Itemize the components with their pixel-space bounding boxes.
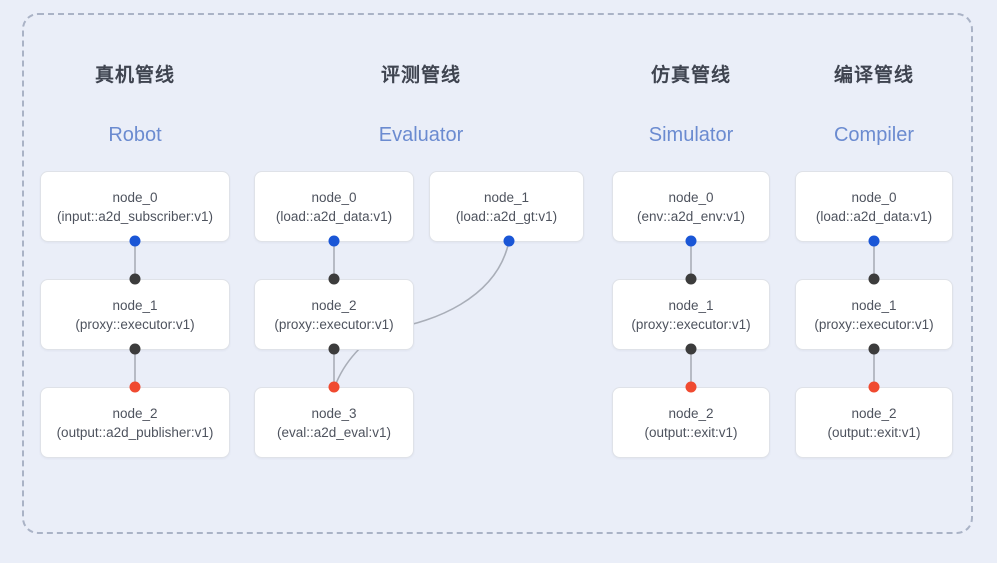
- node-label-type: (output::exit:v1): [644, 424, 738, 440]
- port-input-simulator-1[interactable]: [685, 273, 697, 285]
- column-title-simulator: 仿真管线: [650, 65, 731, 86]
- node-label-type: (proxy::executor:v1): [274, 316, 394, 332]
- column-subtitle-robot: Robot: [108, 124, 162, 146]
- node-label-name: node_2: [851, 405, 897, 421]
- port-output-robot-0[interactable]: [129, 235, 141, 247]
- column-subtitle-compiler: Compiler: [833, 124, 915, 146]
- node-label-type: (load::a2d_data:v1): [815, 208, 933, 224]
- pipeline-container: [22, 13, 973, 534]
- node-compiler-2[interactable]: node_2 (output::exit:v1): [795, 387, 953, 458]
- port-output-evaluator-gt[interactable]: [503, 235, 515, 247]
- node-label-name: node_0: [668, 189, 714, 205]
- node-label-name: node_1: [112, 297, 158, 313]
- column-title-compiler: 编译管线: [833, 65, 914, 86]
- port-output-compiler-1[interactable]: [868, 343, 880, 355]
- port-input-compiler-2[interactable]: [868, 381, 880, 393]
- pipeline-column-robot: 真机管线 Robot node_0 (input::a2d_subscriber…: [40, 0, 230, 563]
- pipeline-column-simulator: 仿真管线 Simulator node_0 (env::a2d_env:v1) …: [612, 0, 770, 563]
- node-simulator-0[interactable]: node_0 (env::a2d_env:v1): [612, 171, 770, 242]
- pipeline-column-evaluator: 评测管线 Evaluator node_0 (load::a2d_data:v1…: [254, 0, 588, 563]
- node-robot-0[interactable]: node_0 (input::a2d_subscriber:v1): [40, 171, 230, 242]
- node-evaluator-2[interactable]: node_2 (proxy::executor:v1): [254, 279, 414, 350]
- port-output-simulator-0[interactable]: [685, 235, 697, 247]
- port-output-robot-1[interactable]: [129, 343, 141, 355]
- node-label-type: (input::a2d_subscriber:v1): [56, 208, 214, 224]
- node-evaluator-3[interactable]: node_3 (eval::a2d_eval:v1): [254, 387, 414, 458]
- node-label-name: node_3: [311, 405, 357, 421]
- pipeline-column-compiler: 编译管线 Compiler node_0 (load::a2d_data:v1)…: [795, 0, 953, 563]
- node-label-name: node_0: [311, 189, 357, 205]
- node-robot-1[interactable]: node_1 (proxy::executor:v1): [40, 279, 230, 350]
- node-label-type: (proxy::executor:v1): [631, 316, 751, 332]
- node-label-type: (env::a2d_env:v1): [636, 208, 746, 224]
- node-label-name: node_2: [668, 405, 714, 421]
- port-output-evaluator-0[interactable]: [328, 235, 340, 247]
- port-input-robot-1[interactable]: [129, 273, 141, 285]
- node-compiler-0[interactable]: node_0 (load::a2d_data:v1): [795, 171, 953, 242]
- node-label-type: (proxy::executor:v1): [75, 316, 195, 332]
- column-subtitle-evaluator: Evaluator: [378, 124, 464, 146]
- port-input-compiler-1[interactable]: [868, 273, 880, 285]
- node-label-type: (load::a2d_gt:v1): [455, 208, 558, 224]
- node-label-type: (proxy::executor:v1): [814, 316, 934, 332]
- node-compiler-1[interactable]: node_1 (proxy::executor:v1): [795, 279, 953, 350]
- node-label-name: node_2: [112, 405, 158, 421]
- column-title-robot: 真机管线: [94, 65, 175, 86]
- node-label-name: node_1: [668, 297, 714, 313]
- port-output-compiler-0[interactable]: [868, 235, 880, 247]
- port-output-evaluator-2[interactable]: [328, 343, 340, 355]
- node-label-name: node_1: [483, 189, 530, 205]
- port-input-simulator-2[interactable]: [685, 381, 697, 393]
- node-evaluator-0[interactable]: node_0 (load::a2d_data:v1): [254, 171, 414, 242]
- port-input-evaluator-3[interactable]: [328, 381, 340, 393]
- node-label-type: (load::a2d_data:v1): [275, 208, 393, 224]
- node-label-type: (output::a2d_publisher:v1): [56, 424, 214, 440]
- port-input-robot-2[interactable]: [129, 381, 141, 393]
- node-evaluator-gt[interactable]: node_1 (load::a2d_gt:v1): [429, 171, 584, 242]
- port-output-simulator-1[interactable]: [685, 343, 697, 355]
- port-input-evaluator-2[interactable]: [328, 273, 340, 285]
- node-label-name: node_0: [112, 189, 158, 205]
- node-label-name: node_1: [851, 297, 897, 313]
- node-simulator-2[interactable]: node_2 (output::exit:v1): [612, 387, 770, 458]
- node-robot-2[interactable]: node_2 (output::a2d_publisher:v1): [40, 387, 230, 458]
- node-label-type: (eval::a2d_eval:v1): [276, 424, 392, 440]
- column-subtitle-simulator: Simulator: [648, 124, 734, 146]
- node-label-type: (output::exit:v1): [827, 424, 921, 440]
- column-title-evaluator: 评测管线: [380, 65, 461, 86]
- node-label-name: node_2: [311, 297, 357, 313]
- node-label-name: node_0: [851, 189, 897, 205]
- node-simulator-1[interactable]: node_1 (proxy::executor:v1): [612, 279, 770, 350]
